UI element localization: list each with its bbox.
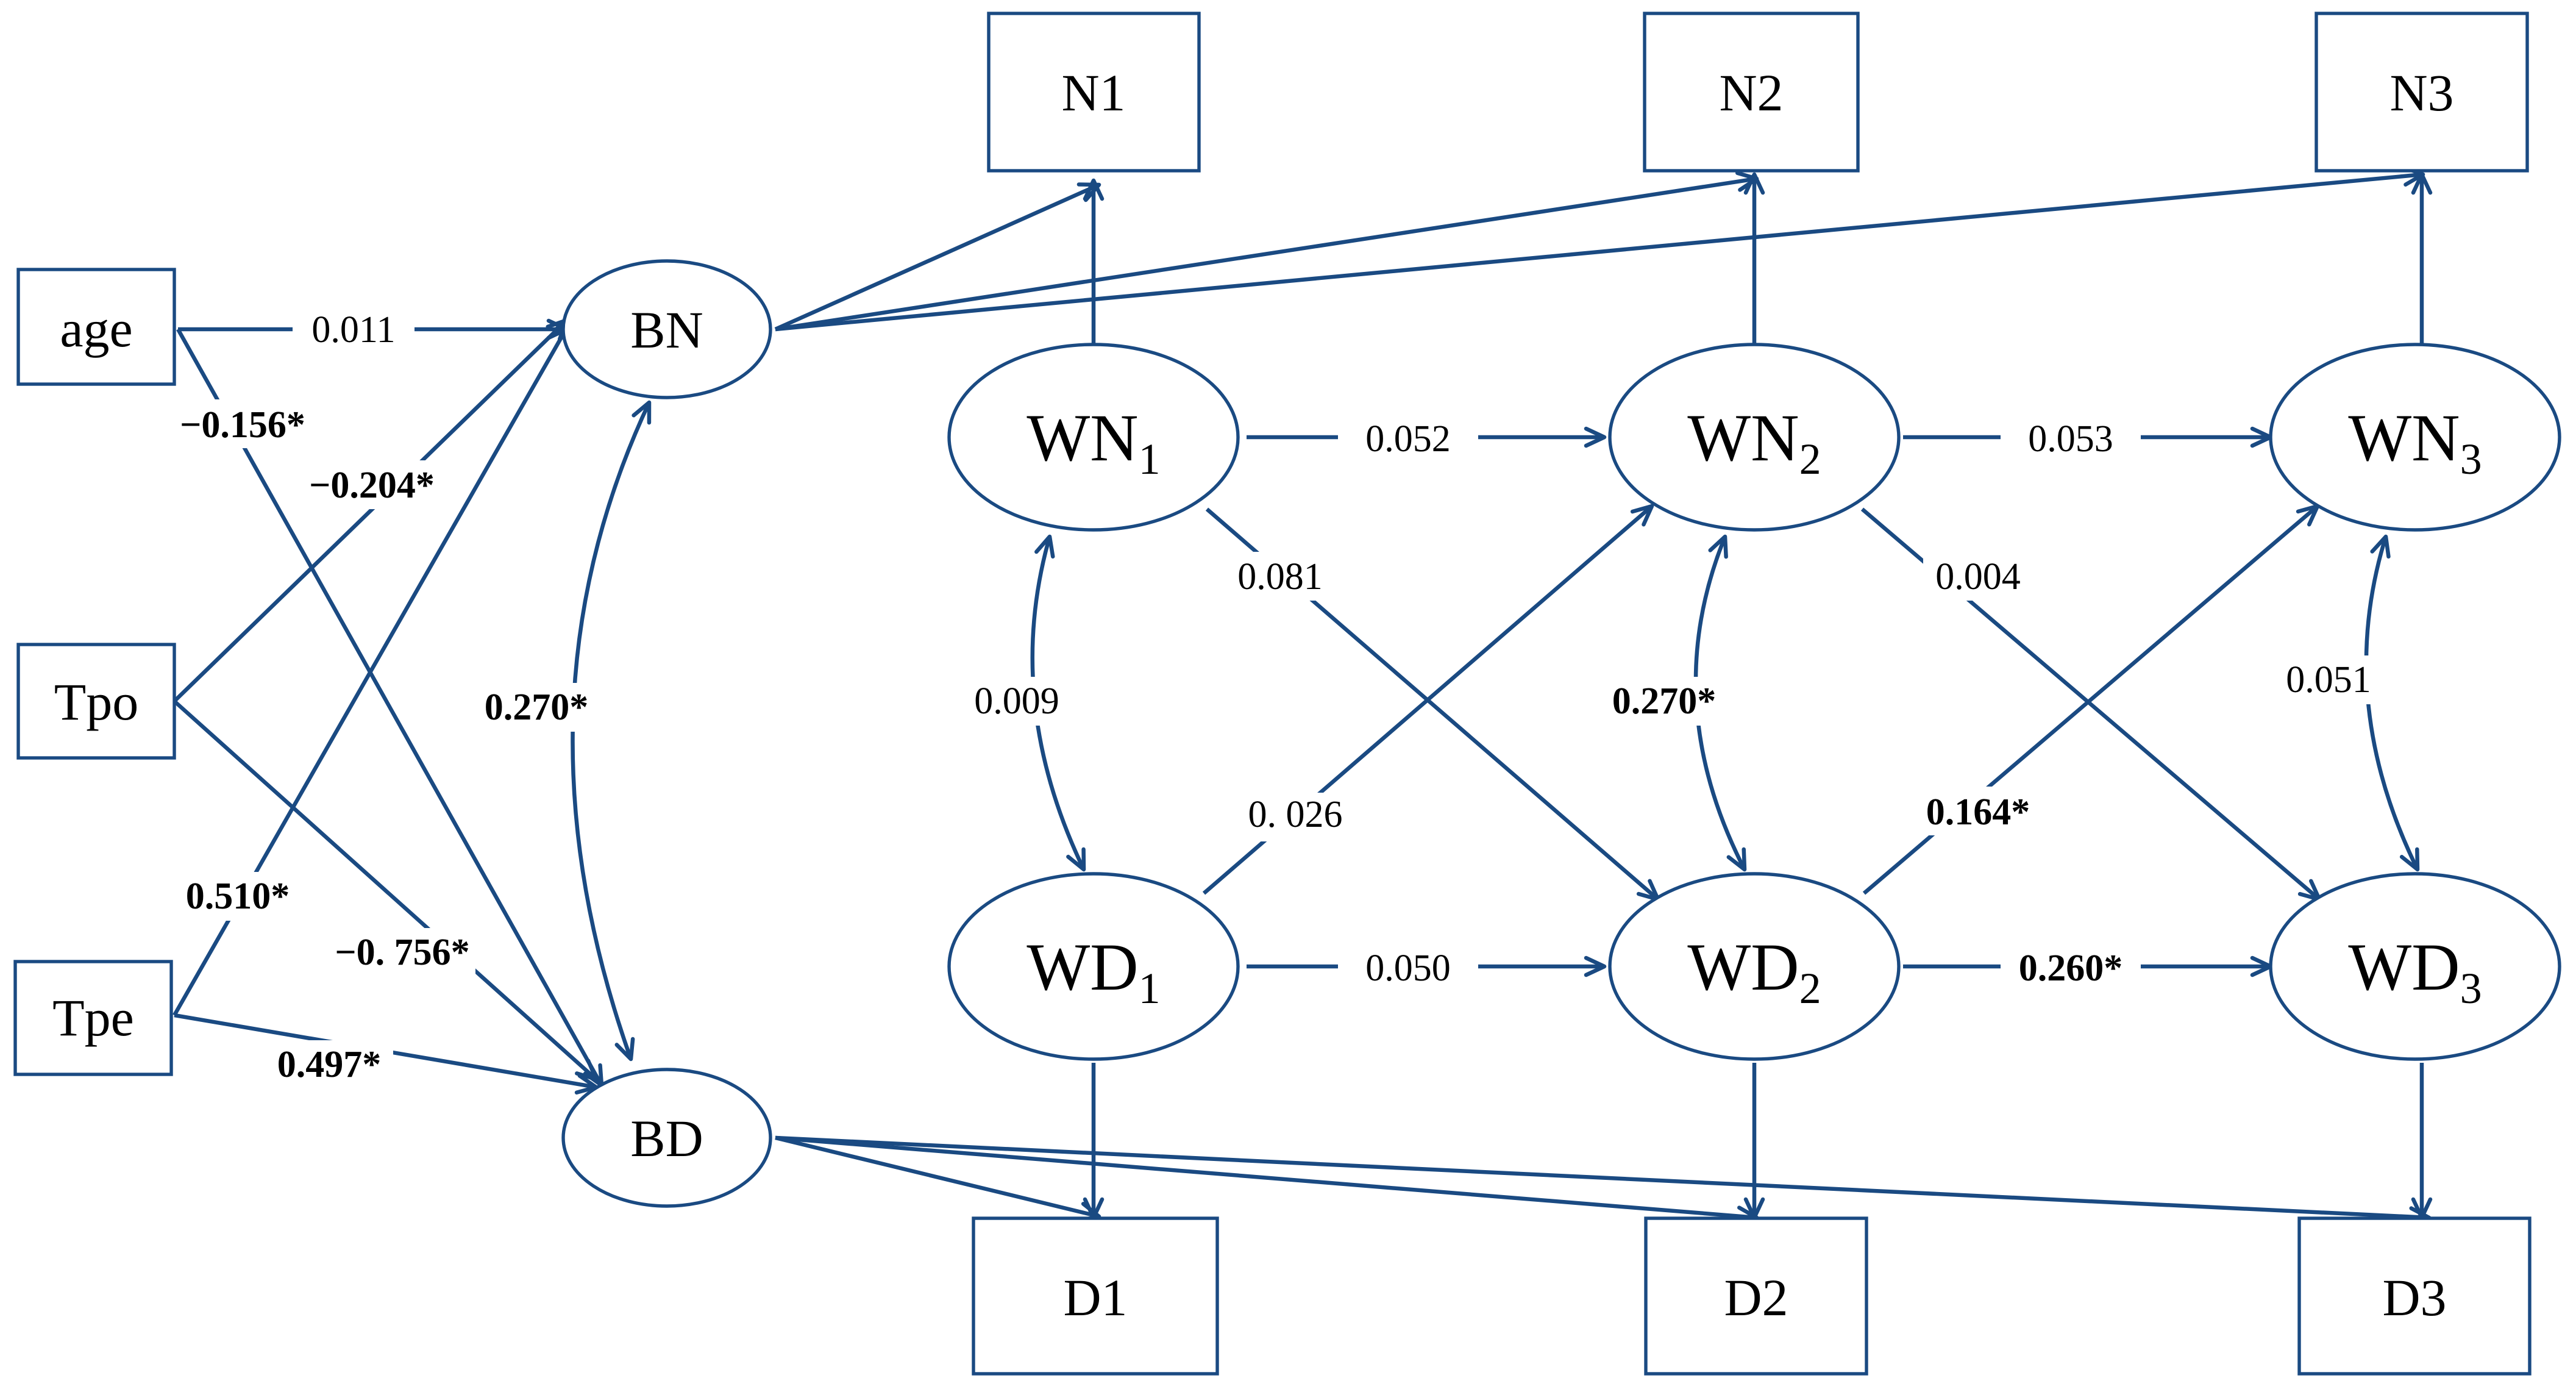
node-d3-label: D3 [2382,1268,2446,1327]
coef-wn1-wn2: 0.052 [1365,418,1451,460]
node-bn: BN [561,259,772,399]
node-wn3-subscript: 3 [2460,435,2482,484]
edge-bn-n1 [774,182,1101,331]
coef-wn1-wd2: 0.081 [1237,556,1323,598]
node-wd1-label: WD [1026,930,1138,1004]
svg-text:WN1: WN1 [1026,401,1160,484]
svg-text:WD1: WD1 [1026,930,1160,1013]
coef-tpe-bn: 0.510* [186,876,290,917]
coef-wd1-wn2: 0. 026 [1248,794,1343,835]
node-wn3-label: WN [2348,401,2460,475]
node-n1-label: N1 [1061,63,1125,122]
node-wd2-label: WD [1687,930,1799,1004]
node-wd2: WD2 [1608,872,1901,1061]
edge-tpo-bd [173,699,599,1082]
edge-bd-d1 [775,1135,1101,1223]
edge-bd-d2 [775,1135,1759,1227]
node-d2-label: D2 [1724,1268,1788,1327]
svg-text:WN3: WN3 [2348,401,2482,484]
coef-wd1-wd2: 0.050 [1365,948,1451,989]
node-wn1: WN1 [947,343,1240,532]
coef-wn2-wd2: 0.270* [1612,680,1717,722]
edge-bd-d3 [775,1135,2432,1227]
svg-text:WD3: WD3 [2348,930,2482,1013]
coef-wn2-wn3: 0.053 [2028,418,2113,460]
node-wd1: WD1 [947,872,1240,1061]
node-wn1-subscript: 1 [1139,435,1161,484]
coef-wn1-wd1: 0.009 [974,680,1059,722]
svg-text:WN2: WN2 [1687,401,1821,484]
node-wd3-subscript: 3 [2460,964,2482,1013]
node-wn2: WN2 [1608,343,1901,532]
coefficient-labels: 0.011 −0.156* −0.204* 0.270* 0.510* −0. … [174,304,2377,1089]
node-n3-label: N3 [2389,63,2453,122]
svg-text:WD2: WD2 [1687,930,1821,1013]
node-wd3: WD3 [2269,872,2561,1061]
node-wd3-label: WD [2348,930,2460,1004]
node-wn1-label: WN [1026,401,1138,475]
coef-wd2-wd3: 0.260* [2019,948,2123,989]
coef-age-bn: 0.011 [311,309,395,351]
coef-wn2-wd3: 0.004 [1935,556,2021,598]
node-tpo-label: Tpo [54,673,139,731]
node-n2-label: N2 [1719,63,1783,122]
node-d1-label: D1 [1063,1268,1127,1327]
coef-tpo-bd: −0. 756* [335,932,469,973]
node-wn3: WN3 [2269,343,2561,532]
node-bn-label: BN [630,301,703,359]
node-tpo: Tpo [16,643,176,760]
node-age-label: age [60,299,132,358]
edge-bn-n3 [775,165,2425,332]
node-wn2-label: WN [1687,401,1799,475]
coef-bn-bd: 0.270* [485,687,589,728]
node-bd: BD [561,1068,772,1208]
node-wd1-subscript: 1 [1139,964,1161,1013]
node-n2: N2 [1643,12,1860,173]
coef-wn3-wd3: 0.051 [2286,659,2371,701]
node-wd2-subscript: 2 [1799,964,1821,1013]
node-d3: D3 [2297,1216,2532,1376]
node-tpe-label: Tpe [52,988,134,1047]
edge-age-bd [176,328,604,1088]
coef-age-bd: −0.156* [180,404,305,446]
edge-tpo-bn [173,318,569,703]
node-d1: D1 [972,1216,1219,1376]
node-d2: D2 [1644,1216,1868,1376]
coef-wd2-wn3: 0.164* [1926,791,2030,833]
node-tpe: Tpe [13,960,173,1076]
node-age: age [16,268,176,386]
node-bd-label: BD [630,1109,703,1168]
coef-tpe-bd: 0.497* [277,1044,382,1085]
coef-tpo-bn: −0.204* [309,465,435,506]
node-n3: N3 [2314,12,2529,173]
node-wn2-subscript: 2 [1799,435,1821,484]
edge-bn-n2 [775,171,1759,332]
node-n1: N1 [987,12,1201,173]
